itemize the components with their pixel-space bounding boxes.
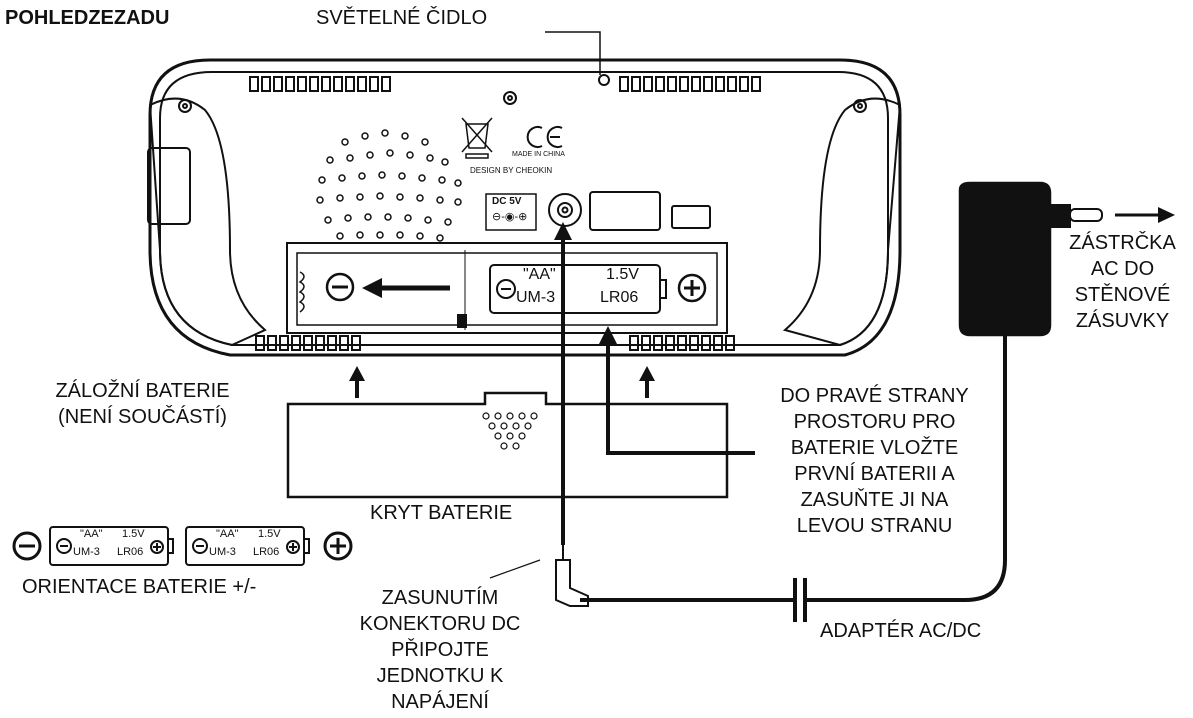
ac-adapter bbox=[958, 181, 1052, 337]
adapter-label: ADAPTÉR AC/DC bbox=[820, 620, 982, 642]
device-body bbox=[148, 58, 902, 357]
instruction-line: BATERIE VLOŽTE bbox=[790, 437, 959, 459]
weee-icon bbox=[461, 117, 493, 159]
dc-connector-line: JEDNOTKU K bbox=[376, 665, 504, 687]
ce-mark bbox=[526, 126, 563, 148]
backup-battery-line: ZÁLOŽNÍ BATERIE bbox=[55, 380, 230, 402]
light-sensor-label: SVĚTELNÉ ČIDLO bbox=[316, 7, 488, 29]
orientation-battery-2-voltage: 1.5V bbox=[258, 528, 281, 540]
compartment-battery-type: "AA" bbox=[523, 266, 556, 283]
switch-slot bbox=[589, 191, 661, 231]
right-grip bbox=[782, 97, 902, 347]
sensor-leader bbox=[545, 31, 601, 75]
battery-cover bbox=[286, 391, 729, 499]
instruction-line: PRVNÍ BATERII A bbox=[794, 463, 955, 485]
orientation-battery-1-size: UM-3 bbox=[73, 546, 100, 558]
made-in-mark: MADE IN CHINA bbox=[512, 151, 565, 158]
plug-label-line: STĚNOVÉ bbox=[1074, 284, 1171, 306]
backup-battery-line: (NENÍ SOUČÁSTÍ) bbox=[58, 406, 227, 428]
battery-compartment bbox=[286, 242, 728, 334]
orientation-battery-2-code: LR06 bbox=[253, 546, 280, 558]
top-vents-left bbox=[249, 76, 391, 92]
instruction-line: PROSTORU PRO bbox=[793, 411, 956, 433]
adapter-cable bbox=[805, 335, 1007, 602]
dc-connector-line: PŘIPOJTE bbox=[391, 639, 489, 661]
small-slot bbox=[671, 205, 711, 229]
bottom-vents-left bbox=[255, 335, 361, 351]
instruction-line: LEVOU STRANU bbox=[796, 515, 953, 537]
cover-grip bbox=[482, 412, 538, 450]
plug-label-line: ZÁSTRČKA bbox=[1069, 232, 1176, 254]
plug-label-line: AC DO bbox=[1090, 258, 1155, 280]
compartment-battery-voltage: 1.5V bbox=[606, 266, 639, 283]
left-clip bbox=[147, 147, 191, 225]
spring bbox=[298, 271, 305, 313]
orientation-label: ORIENTACE BATERIE +/- bbox=[22, 576, 257, 598]
orientation-battery-1-code: LR06 bbox=[117, 546, 144, 558]
bottom-vents-right bbox=[629, 335, 735, 351]
insert-instruction-label: DO PRAVÉ STRANY PROSTORU PRO BATERIE VLO… bbox=[752, 383, 997, 539]
instruction-line: DO PRAVÉ STRANY bbox=[780, 385, 969, 407]
dc-plug bbox=[555, 559, 589, 607]
instruction-line: ZASUŇTE JI NA bbox=[800, 489, 949, 511]
orientation-battery-1-type: "AA" bbox=[80, 528, 103, 540]
orientation-row bbox=[12, 526, 353, 566]
dc-jack-label: DC 5V bbox=[492, 196, 522, 207]
dc-connector-line: NAPÁJENÍ bbox=[391, 691, 489, 713]
compartment-battery-size: UM-3 bbox=[516, 289, 556, 306]
dc-connector-line: ZASUNUTÍM bbox=[381, 587, 499, 609]
top-vents-right bbox=[619, 76, 761, 92]
diagram-title: POHLEDZEZADU bbox=[5, 7, 170, 29]
design-mark: DESIGN BY CHEOKIN bbox=[470, 166, 553, 175]
dc-connector-line: KONEKTORU DC bbox=[359, 613, 521, 635]
plug-label-line: ZÁSUVKY bbox=[1075, 310, 1170, 332]
dc-jack-label-box bbox=[485, 193, 537, 231]
orientation-battery-1-voltage: 1.5V bbox=[122, 528, 145, 540]
orientation-battery-2-size: UM-3 bbox=[209, 546, 236, 558]
orientation-battery-2-type: "AA" bbox=[216, 528, 239, 540]
compartment-battery-code: LR06 bbox=[600, 289, 639, 306]
dc-polarity-icon: ⊖-◉-⊕ bbox=[492, 211, 528, 223]
dc-connector-label: ZASUNUTÍM KONEKTORU DC PŘIPOJTE JEDNOTKU… bbox=[340, 585, 540, 715]
dc-jack bbox=[548, 193, 582, 227]
backup-battery-label: ZÁLOŽNÍ BATERIE (NENÍ SOUČÁSTÍ) bbox=[30, 378, 255, 430]
speaker-grille bbox=[316, 129, 462, 242]
left-grip bbox=[148, 97, 267, 347]
light-sensor bbox=[598, 74, 610, 86]
battery-cover-label: KRYT BATERIE bbox=[370, 502, 513, 524]
plug-label: ZÁSTRČKA AC DO STĚNOVÉ ZÁSUVKY bbox=[1060, 230, 1185, 334]
